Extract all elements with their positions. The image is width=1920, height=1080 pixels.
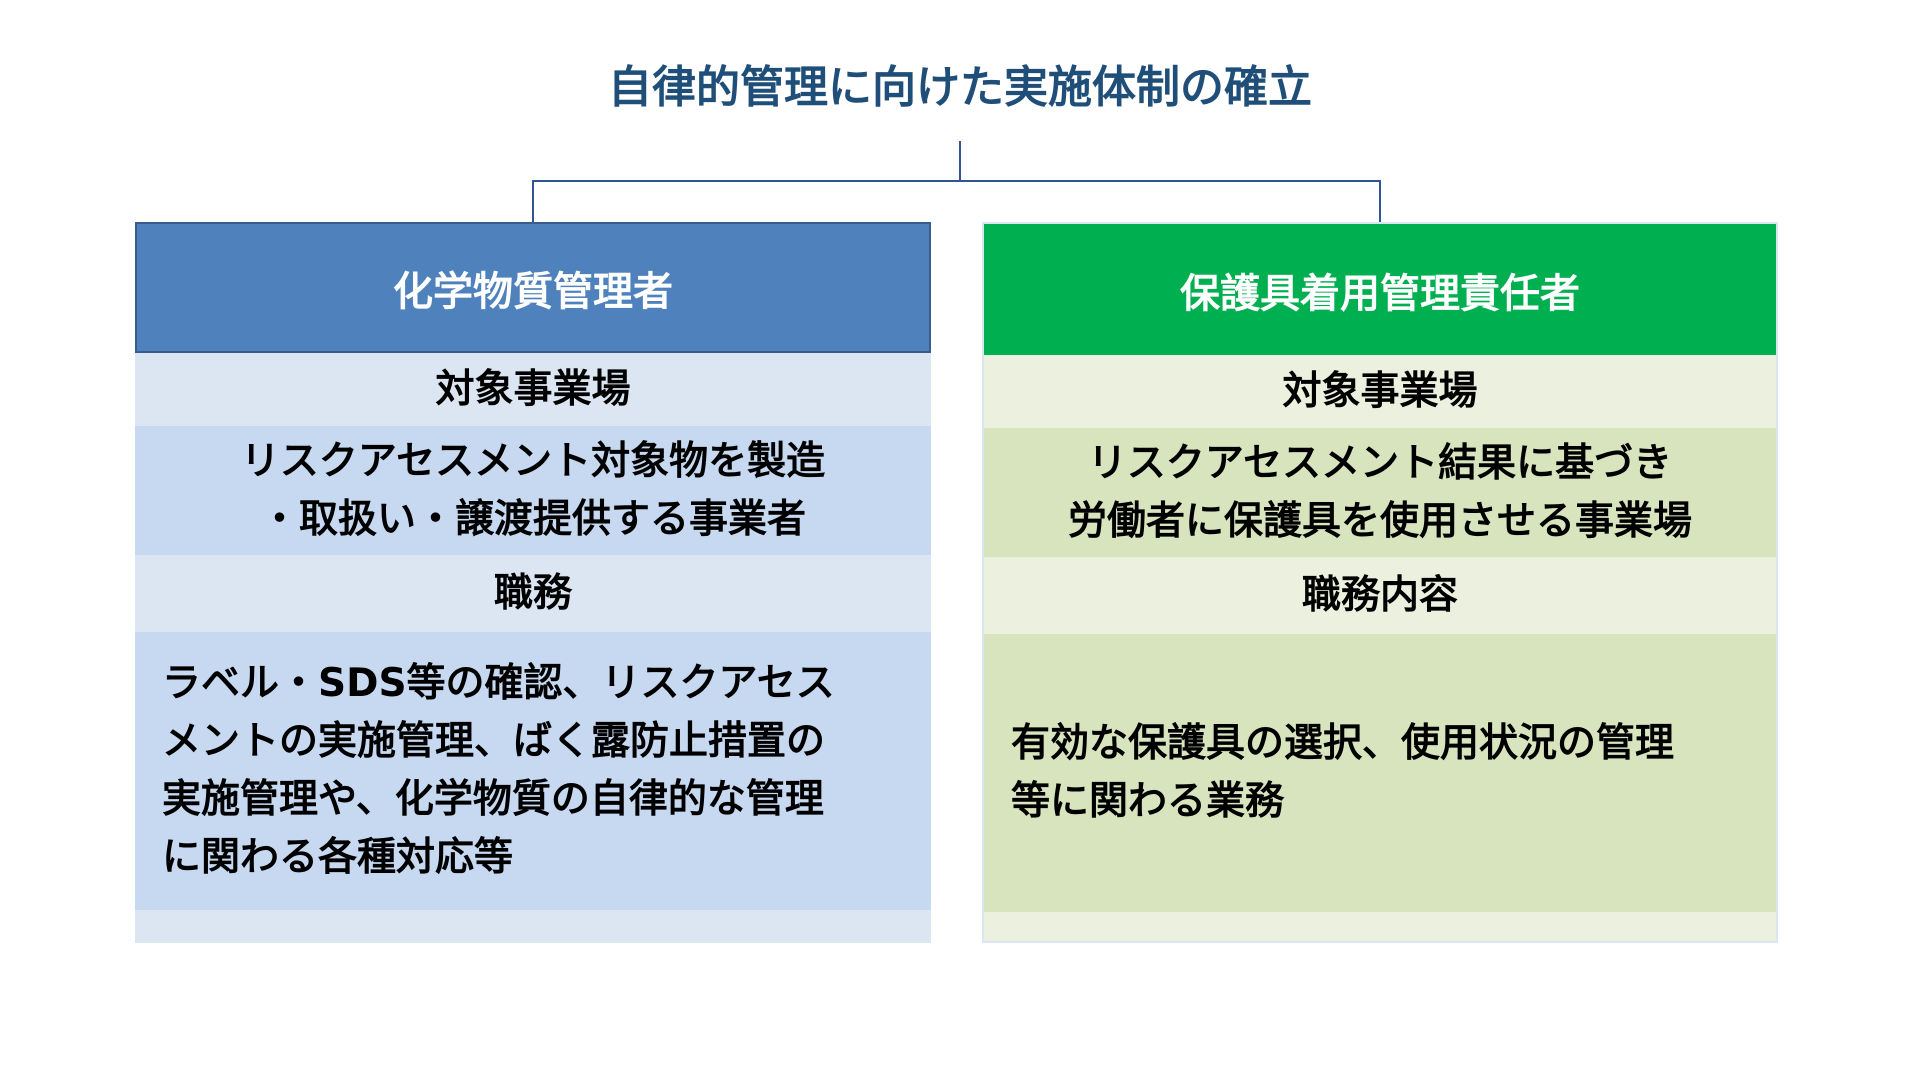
duty-text: ラベル・SDS等の確認、リスクアセス メントの実施管理、ばく露防止措置の 実施管… xyxy=(135,632,931,910)
column-header: 化学物質管理者 xyxy=(135,222,931,353)
duty-label: 職務内容 xyxy=(1301,572,1458,618)
target-text: リスクアセスメント対象物を製造 ・取扱い・譲渡提供する事業者 xyxy=(135,426,931,555)
duty-text: 有効な保護具の選択、使用状況の管理 等に関わる業務 xyxy=(984,634,1776,912)
protective-equipment-manager-column: 保護具着用管理責任者 対象事業場 リスクアセスメント結果に基づき 労働者に保護具… xyxy=(982,222,1778,943)
target-label: 対象事業場 xyxy=(435,366,631,412)
target-label: 対象事業場 xyxy=(1282,368,1478,414)
connector-trunk xyxy=(959,141,961,182)
diagram-title: 自律的管理に向けた実施体制の確立 xyxy=(608,62,1312,113)
connector-bar xyxy=(532,180,1381,182)
connector-left xyxy=(532,180,534,222)
connector-right xyxy=(1379,180,1381,222)
target-text: リスクアセスメント結果に基づき 労働者に保護具を使用させる事業場 xyxy=(984,428,1776,557)
duty-label: 職務 xyxy=(493,570,572,616)
chemical-manager-column: 化学物質管理者 対象事業場 リスクアセスメント対象物を製造 ・取扱い・譲渡提供す… xyxy=(135,222,931,943)
column-header: 保護具着用管理責任者 xyxy=(984,224,1776,355)
